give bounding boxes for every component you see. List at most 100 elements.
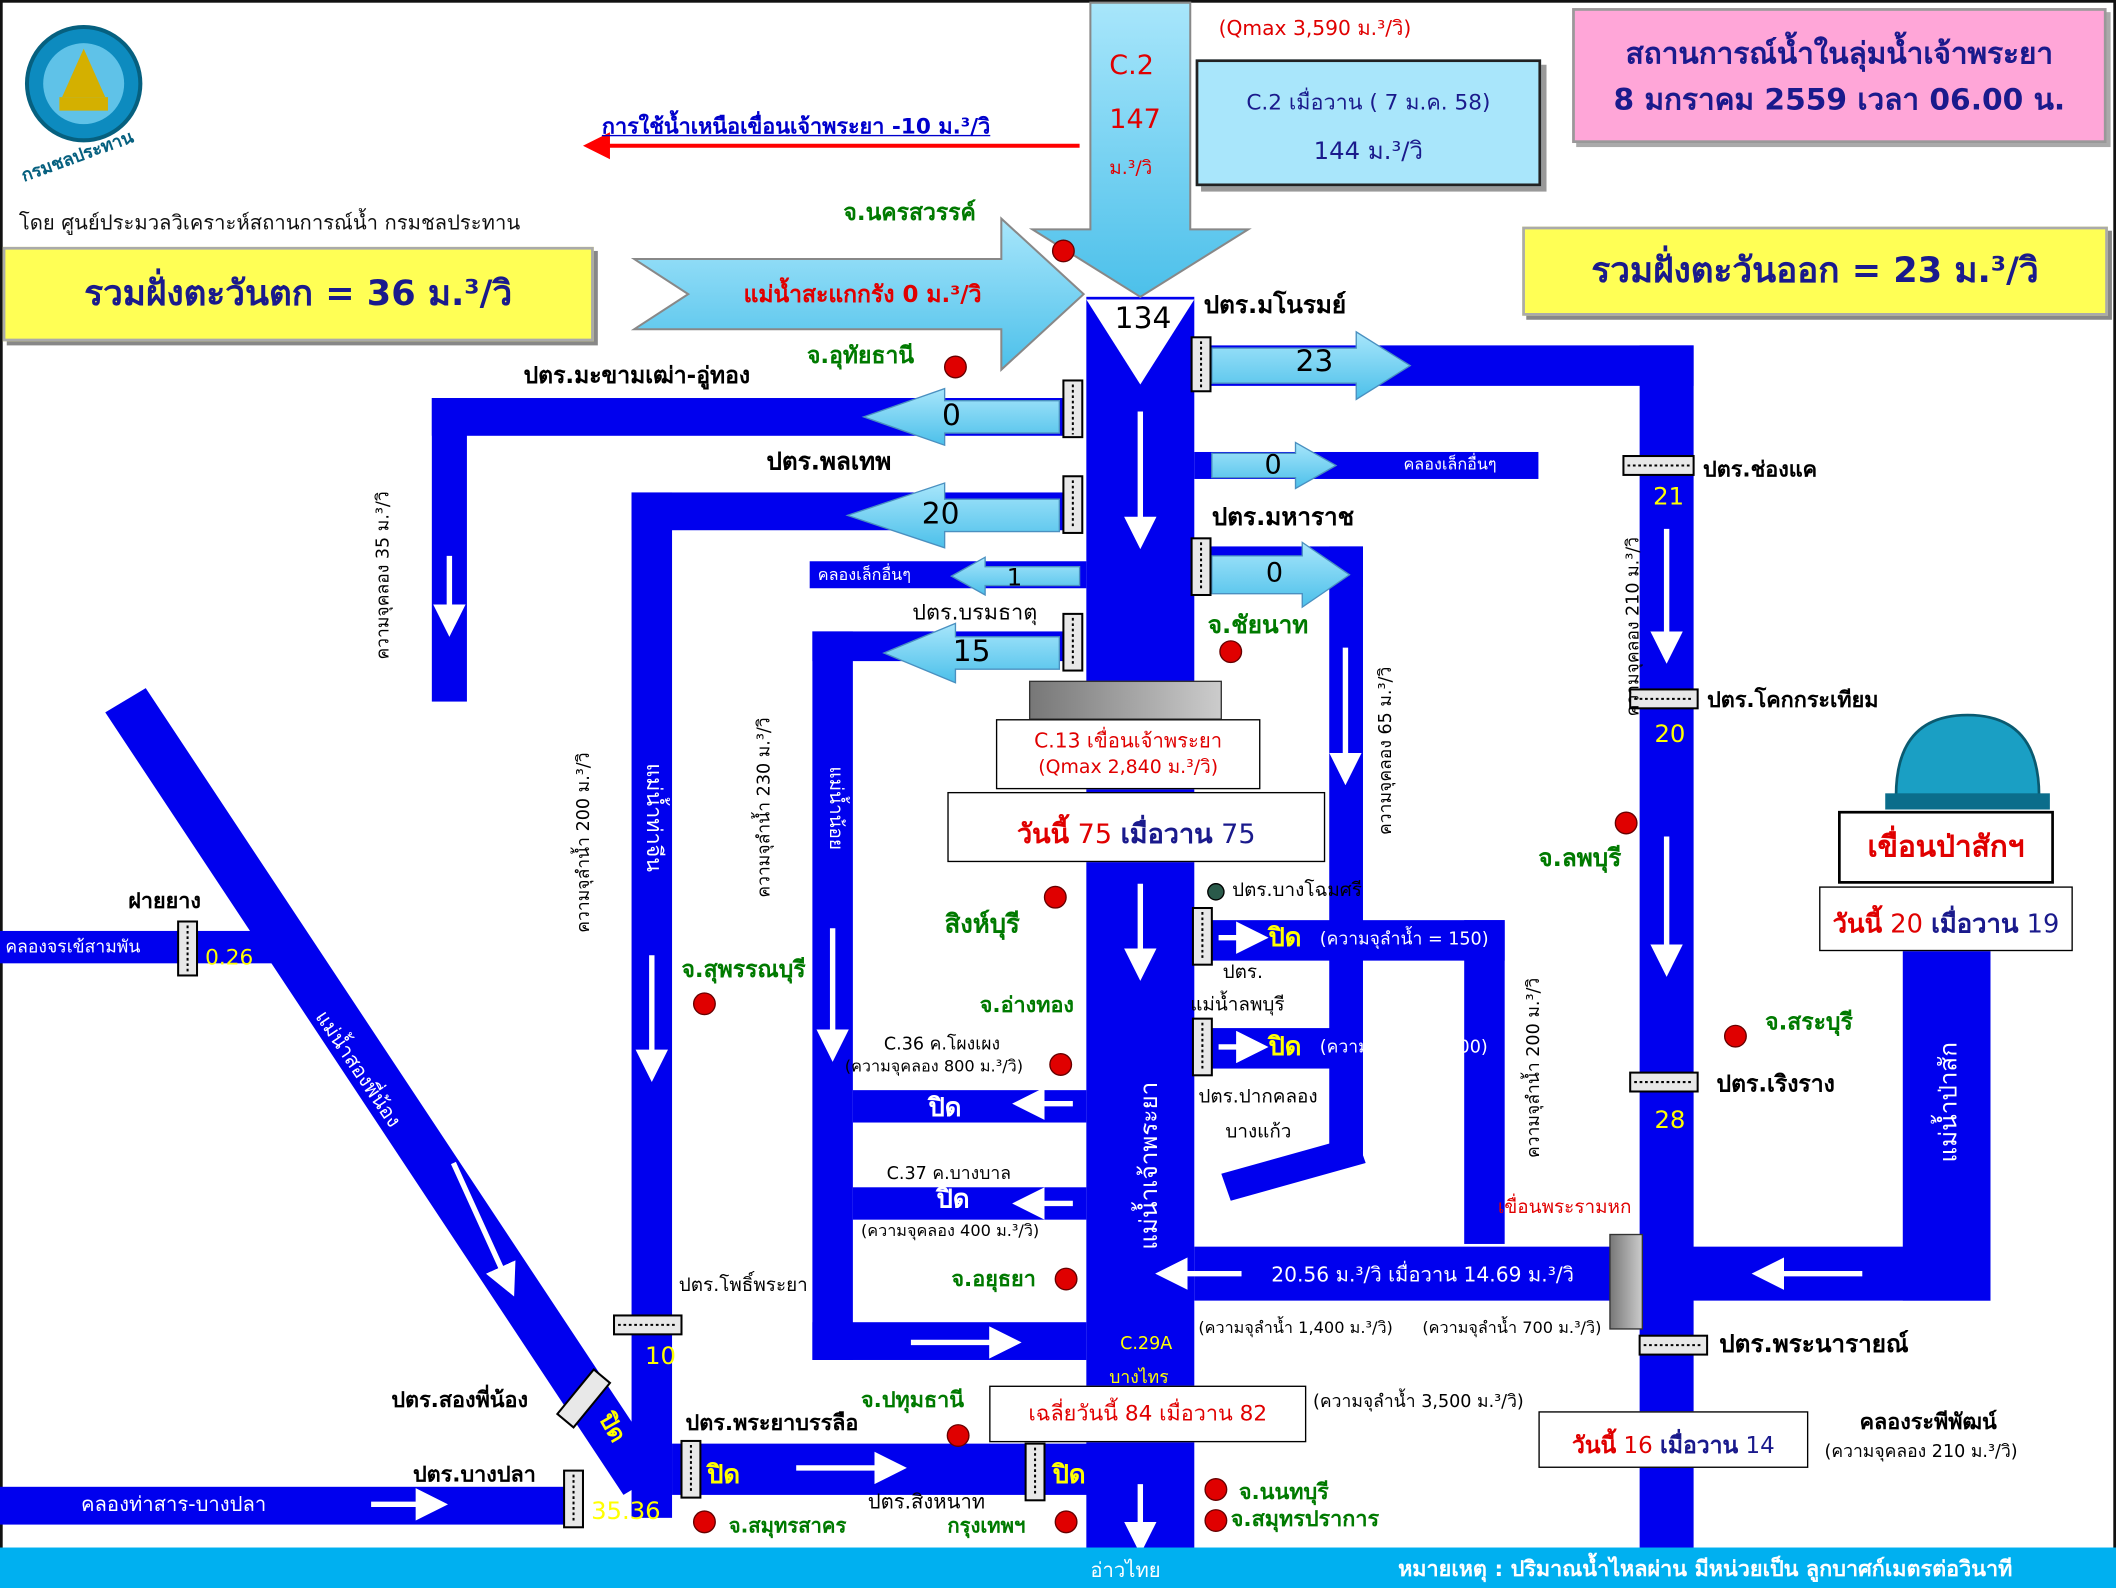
east-total-box: รวมฝั่งตะวันออก = 23 ม.³/วิ [1522,226,2108,316]
gate-pho-phraya: ปตร.โพธิ์พระยา [678,1274,808,1297]
title-line2: 8 มกราคม 2559 เวลา 06.00 น. [1613,83,2066,118]
gate-khok-kra-thiam: ปตร.โคกกระเทียม [1707,686,1879,713]
raphiphat-name: คลองระพีพัฒน์ [1859,1408,1997,1435]
c36-cap: (ความจุคลอง 800 ม.³/วิ) [844,1056,1024,1076]
cp-today: 75 [1077,817,1113,850]
cp-yesterday-label: เมื่อวาน [1120,817,1213,850]
gate-lop-buri-1: ปตร. [1222,961,1264,984]
gate-maharaj: ปตร.มหาราช [1211,503,1355,532]
closed-phraya-banlue: ปิด [707,1459,741,1490]
gate-bang-khon-si: ปตร.บางโฉมศรี [1232,879,1362,902]
ps-today-label: วันนี้ [1832,909,1883,940]
inflow-134: 134 [1114,302,1172,336]
river-pa-sak: แม่น้ำป่าสัก [1934,1042,1964,1163]
cp-yesterday: 75 [1221,817,1256,850]
c29a-avg: เฉลี่ยวันนี้ 84 เมื่อวาน 82 [1028,1400,1268,1427]
c29a-name: C.29A [1120,1334,1173,1355]
sakae-krang-label: แม่น้ำสะแกกรัง 0 ม.³/วิ [743,281,982,309]
cp-today-label: วันนี้ [1017,817,1070,850]
prov-samut-sakhon: จ.สมุทรสาคร [728,1513,847,1539]
prov-saraburi: จ.สระบุรี [1765,1009,1853,1037]
cap-tha-chin: ความจุลำน้ำ 200 ม.³/วิ [573,752,595,933]
rama6-name: เขื่อนพระรามหก [1497,1196,1632,1219]
gate-boromathat: ปตร.บรมธาตุ [912,599,1038,625]
flow-bang-pla: 35.36 [591,1497,661,1526]
flow-chong-khae: 21 [1653,483,1685,512]
c2-flow: 147 [1109,102,1161,135]
rp-today-label: วันนี้ [1571,1432,1617,1460]
flow-makham-thao: 0 [941,399,961,434]
prov-chai-nat: จ.ชัยนาท [1207,611,1309,640]
flow-boromathat: 15 [952,635,991,670]
flow-phonlathep: 20 [921,497,960,532]
rama6-dam-block [1609,1233,1644,1330]
prov-ayutthaya: จ.อยุธยา [951,1265,1036,1292]
gate-phra-narai: ปตร.พระนารายณ์ [1719,1330,1909,1359]
c29a-cap: (ความจุลำน้ำ 3,500 ม.³/วิ) [1313,1392,1524,1413]
gate-makham-thao: ปตร.มะขามเฒ่า-อู่ทอง [523,362,751,390]
c36-name: C.36 ค.โผงเผง [883,1034,1001,1056]
c2-inflow-arrow [1028,1,1252,299]
title-line1: สถานการณ์น้ำในลุ่มน้ำเจ้าพระยา [1625,37,2054,72]
prov-samut-prakan: จ.สมุทรปราการ [1230,1505,1380,1532]
small-canal-east: คลองเล็กอื่นๆ [1403,454,1497,474]
title-box: สถานการณ์น้ำในลุ่มน้ำเจ้าพระยา 8 มกราคม … [1572,8,2107,144]
cp-dam-name: C.13 เขื่อนเจ้าพระยา [1034,728,1223,753]
flow-pho-phraya: 10 [645,1342,676,1371]
pa-sak-dam-icon [1894,713,2041,798]
by-line: โดย ศูนย์ประมวลวิเคราะห์สถานการณ์น้ำ กรม… [18,210,521,235]
prov-pathum-thani: จ.ปทุมธานี [860,1386,965,1413]
rama6-cap-right: (ความจุลำน้ำ 700 ม.³/วิ) [1422,1318,1602,1338]
closed-c37: ปิด [936,1184,970,1215]
c29a-place: บางไทร [1109,1368,1169,1389]
prov-bangkok: กรุงเทพฯ [947,1513,1026,1539]
prov-suphan-buri: จ.สุพรรณบุรี [681,956,806,984]
canal-chorakhe: คลองจรเข้สามพัน [5,937,141,958]
closed-sing-hanat: ปิด [1052,1459,1086,1490]
gate-pak-khlong-2: บางแก้ว [1225,1121,1292,1143]
c2-yesterday-box: C.2 เมื่อวาน ( 7 ม.ค. 58) 144 ม.³/วิ [1195,59,1542,187]
prov-sing-buri: สิงห์บุรี [944,909,1020,940]
gate-chong-khae: ปตร.ช่องแค [1703,456,1818,482]
pa-sak-dam-name: เขื่อนป่าสักฯ [1867,831,2025,865]
flow-rubber-weir: 0.26 [205,944,254,971]
cap-noi: ความจุลำน้ำ 230 ม.³/วิ [754,717,776,898]
cap-chai-nat-pa-sak-east: ความจุคลอง 210 ม.³/วิ [1623,536,1644,717]
closed-pak-khlong: ปิด [1268,1032,1302,1062]
c2-qmax: (Qmax 3,590 ม.³/วิ) [1218,16,1412,41]
prov-nonthaburi: จ.นนทบุรี [1238,1478,1329,1505]
closed-pak-khlong-note: (ความจุคลอง = 100) [1319,1037,1488,1058]
upstream-use: การใช้น้ำเหนือเขื่อนเจ้าพระยา -10 ม.³/วิ [601,113,991,139]
raphiphat-box: วันนี้ 16 เมื่อวาน 14 [1538,1411,1809,1468]
rama6-cap-left: (ความจุลำน้ำ 1,400 ม.³/วิ) [1198,1318,1393,1338]
ps-yesterday: 19 [2026,909,2060,940]
rp-today: 16 [1623,1432,1653,1460]
small-canal-west: คลองเล็กอื่นๆ [817,565,911,585]
canal-tha-san: คลองท่าสาร-บางปลา [80,1492,267,1517]
prov-uthai-thani: จ.อุทัยธานี [806,342,915,370]
flow-manorom: 23 [1295,345,1334,380]
gate-manorom: ปตร.มโนรมย์ [1203,291,1347,320]
c37-cap: (ความจุคลอง 400 ม.³/วิ) [860,1221,1040,1240]
cp-dam-qmax: (Qmax 2,840 ม.³/วิ) [1038,756,1219,779]
rp-yesterday-label: เมื่อวาน [1660,1432,1739,1460]
chao-phraya-dam-block [1028,680,1222,720]
prov-nakhon-sawan: จ.นครสวรรค์ [843,199,976,227]
chao-phraya-dam-values: วันนี้ 75 เมื่อวาน 75 [947,791,1326,863]
pa-sak-dam-values: วันนี้ 20 เมื่อวาน 19 [1819,886,2073,952]
flow-small-east: 0 [1264,447,1282,481]
west-total-box: รวมฝั่งตะวันตก = 36 ม.³/วิ [2,246,594,342]
cap-makham-thao: ความจุคลอง 35 ม.³/วิ [373,491,394,660]
gate-pak-khlong-1: ปตร.ปากคลอง [1198,1086,1318,1108]
gulf-label: อ่าวไทย [1090,1558,1161,1583]
river-noi: แม่น้ำน้อย [824,766,847,850]
sakae-krang-arrow [630,216,1086,372]
river-chao-phraya: แม่น้ำเจ้าพระยา [1135,1081,1164,1250]
east-total-text: รวมฝั่งตะวันออก = 23 ม.³/วิ [1591,250,2039,292]
closed-lop-buri: ปิด [1268,922,1302,953]
song-phi-nong-river [105,688,664,1495]
ps-yesterday-label: เมื่อวาน [1931,909,2019,940]
gate-phonlathep: ปตร.พลเทพ [766,447,892,477]
